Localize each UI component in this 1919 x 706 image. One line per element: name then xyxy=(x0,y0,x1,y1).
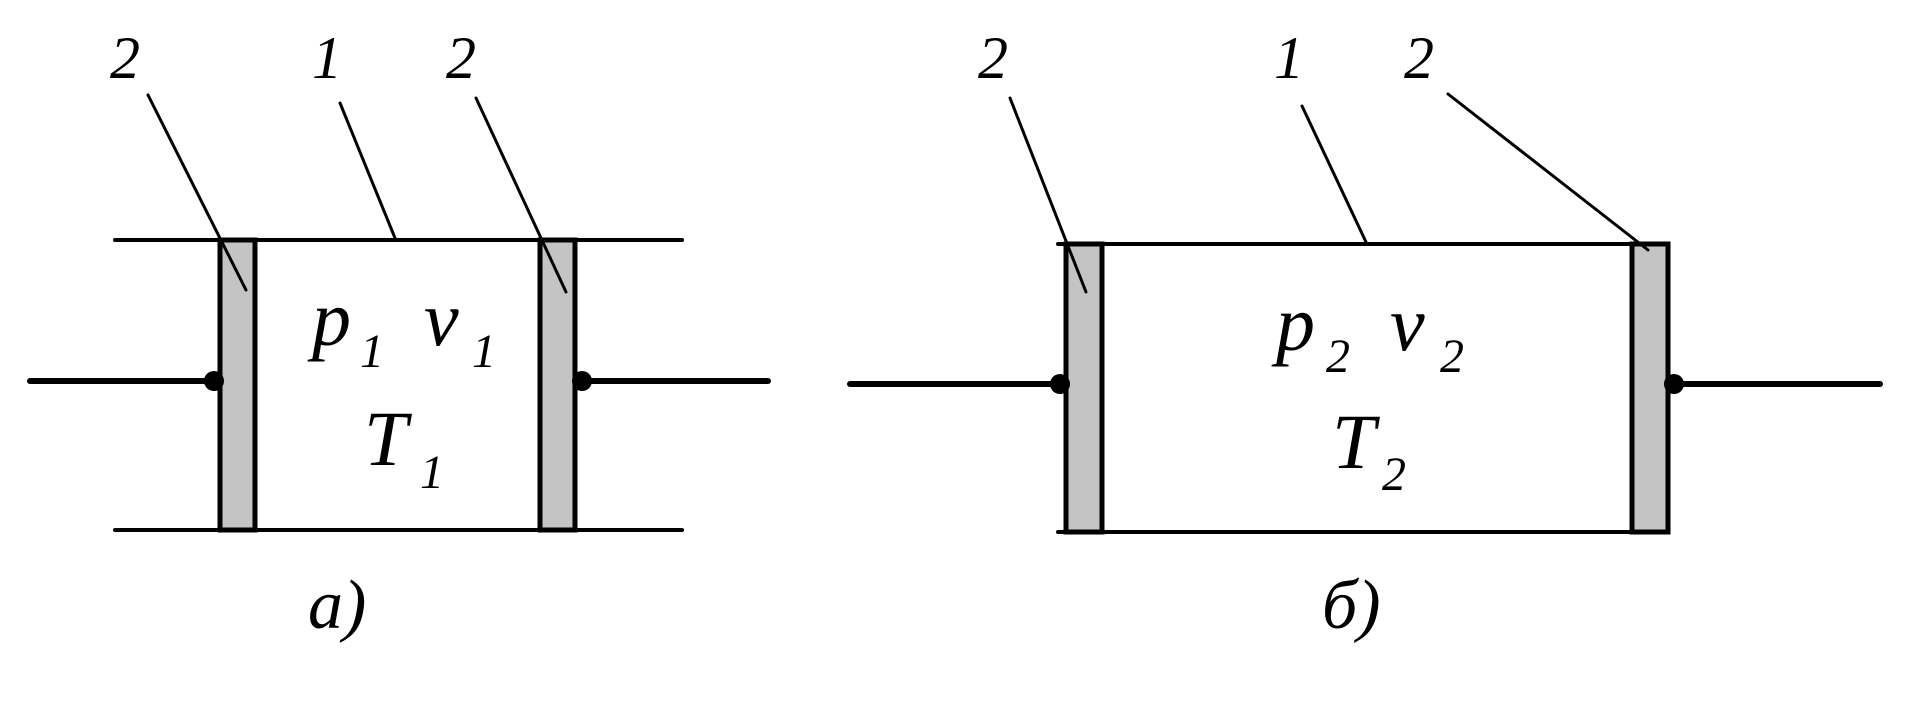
panel-b-pressure-subscript: 2 xyxy=(1326,330,1350,383)
panel-b-volume-subscript: 2 xyxy=(1440,330,1464,383)
panel-a-temperature-subscript: 1 xyxy=(420,446,444,499)
panel-b-right-piston xyxy=(1629,241,1671,535)
panel-b-label-piston-right: 2 xyxy=(1404,25,1434,91)
panel-b-leader-right-piston xyxy=(1446,92,1650,252)
panel-b-right-rod-joint xyxy=(1664,374,1684,394)
panel-b-volume-symbol: v xyxy=(1390,280,1425,367)
panel-a-leader-cylinder xyxy=(338,101,397,240)
panel-a-right-piston xyxy=(537,237,578,533)
panel-b-label-piston-left: 2 xyxy=(978,25,1008,91)
panel-a-leader-left-piston xyxy=(146,93,248,292)
panel-a-volume-symbol: v xyxy=(424,275,459,362)
panel-b-pressure-symbol: p xyxy=(1271,280,1315,367)
panel-b: 2 1 2 p 2 v 2 T 2 б) xyxy=(847,25,1883,644)
panel-b-leader-left-piston xyxy=(1008,96,1088,294)
panel-b-left-piston xyxy=(1063,241,1105,535)
panel-a-temperature-symbol: T xyxy=(364,395,412,482)
panel-a-label-cylinder: 1 xyxy=(312,25,342,91)
panel-a: 2 1 2 p 1 v 1 T 1 a) xyxy=(27,25,771,644)
panel-b-left-rod-joint xyxy=(1050,374,1070,394)
panel-a-label-piston-right: 2 xyxy=(446,25,476,91)
panel-a-pressure-subscript: 1 xyxy=(360,325,384,378)
panel-a-left-piston xyxy=(217,237,258,533)
panel-a-volume-subscript: 1 xyxy=(472,325,496,378)
panel-b-label-cylinder: 1 xyxy=(1274,25,1304,91)
panel-a-left-rod-joint xyxy=(204,371,224,391)
panel-b-leader-cylinder xyxy=(1300,104,1368,244)
panel-a-right-rod-joint xyxy=(572,371,592,391)
panel-a-caption: a) xyxy=(308,567,366,644)
panel-b-caption: б) xyxy=(1322,567,1381,644)
panel-a-label-piston-left: 2 xyxy=(110,25,140,91)
panel-b-temperature-symbol: T xyxy=(1332,398,1380,485)
panel-a-pressure-symbol: p xyxy=(307,275,351,362)
panel-b-temperature-subscript: 2 xyxy=(1382,448,1406,501)
panel-a-leader-right-piston xyxy=(474,96,568,294)
